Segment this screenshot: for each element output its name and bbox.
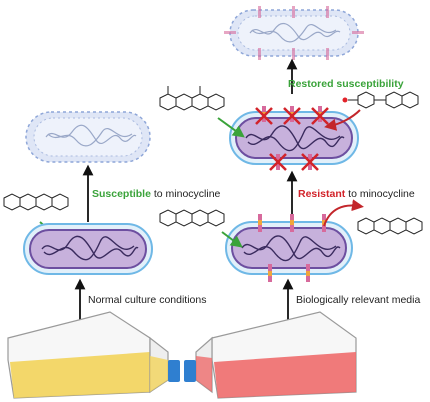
dead-cell-top-right bbox=[224, 6, 364, 60]
minocycline-molecule-lower-middle bbox=[159, 209, 225, 227]
minocycline-entry-arrow-top bbox=[217, 117, 245, 138]
label-bio-media: Biologically relevant media bbox=[296, 294, 421, 306]
susceptible-rest: to minocycline bbox=[150, 188, 221, 200]
efflux-arrow bbox=[323, 199, 364, 227]
restored-text: Restored susceptibility bbox=[288, 78, 404, 90]
label-normal-culture: Normal culture conditions bbox=[88, 294, 207, 306]
dead-cell-left bbox=[25, 111, 151, 163]
resistant-word: Resistant bbox=[298, 188, 346, 200]
resistant-rest: to minocycline bbox=[345, 188, 415, 200]
minocycline-entry-arrow-right bbox=[221, 231, 243, 248]
minocycline-molecule-left bbox=[3, 193, 69, 211]
minocycline-molecule-top bbox=[159, 86, 225, 111]
flask-bio-media bbox=[184, 311, 357, 399]
inhibitor-arrow bbox=[324, 109, 361, 131]
inhibitor-molecule bbox=[342, 91, 419, 109]
label-resistant: Resistant to minocycline bbox=[298, 188, 415, 200]
susceptible-word: Susceptible bbox=[92, 188, 151, 200]
minocycline-molecule-effluxed bbox=[357, 217, 423, 235]
flask-normal-culture bbox=[7, 311, 180, 399]
label-susceptible: Susceptible to minocycline bbox=[92, 188, 220, 200]
label-restored-susceptibility: Restored susceptibility bbox=[288, 78, 404, 90]
cell-resistant bbox=[225, 214, 353, 282]
cell-susceptible bbox=[23, 223, 153, 275]
cell-blocked-pumps bbox=[229, 106, 359, 171]
